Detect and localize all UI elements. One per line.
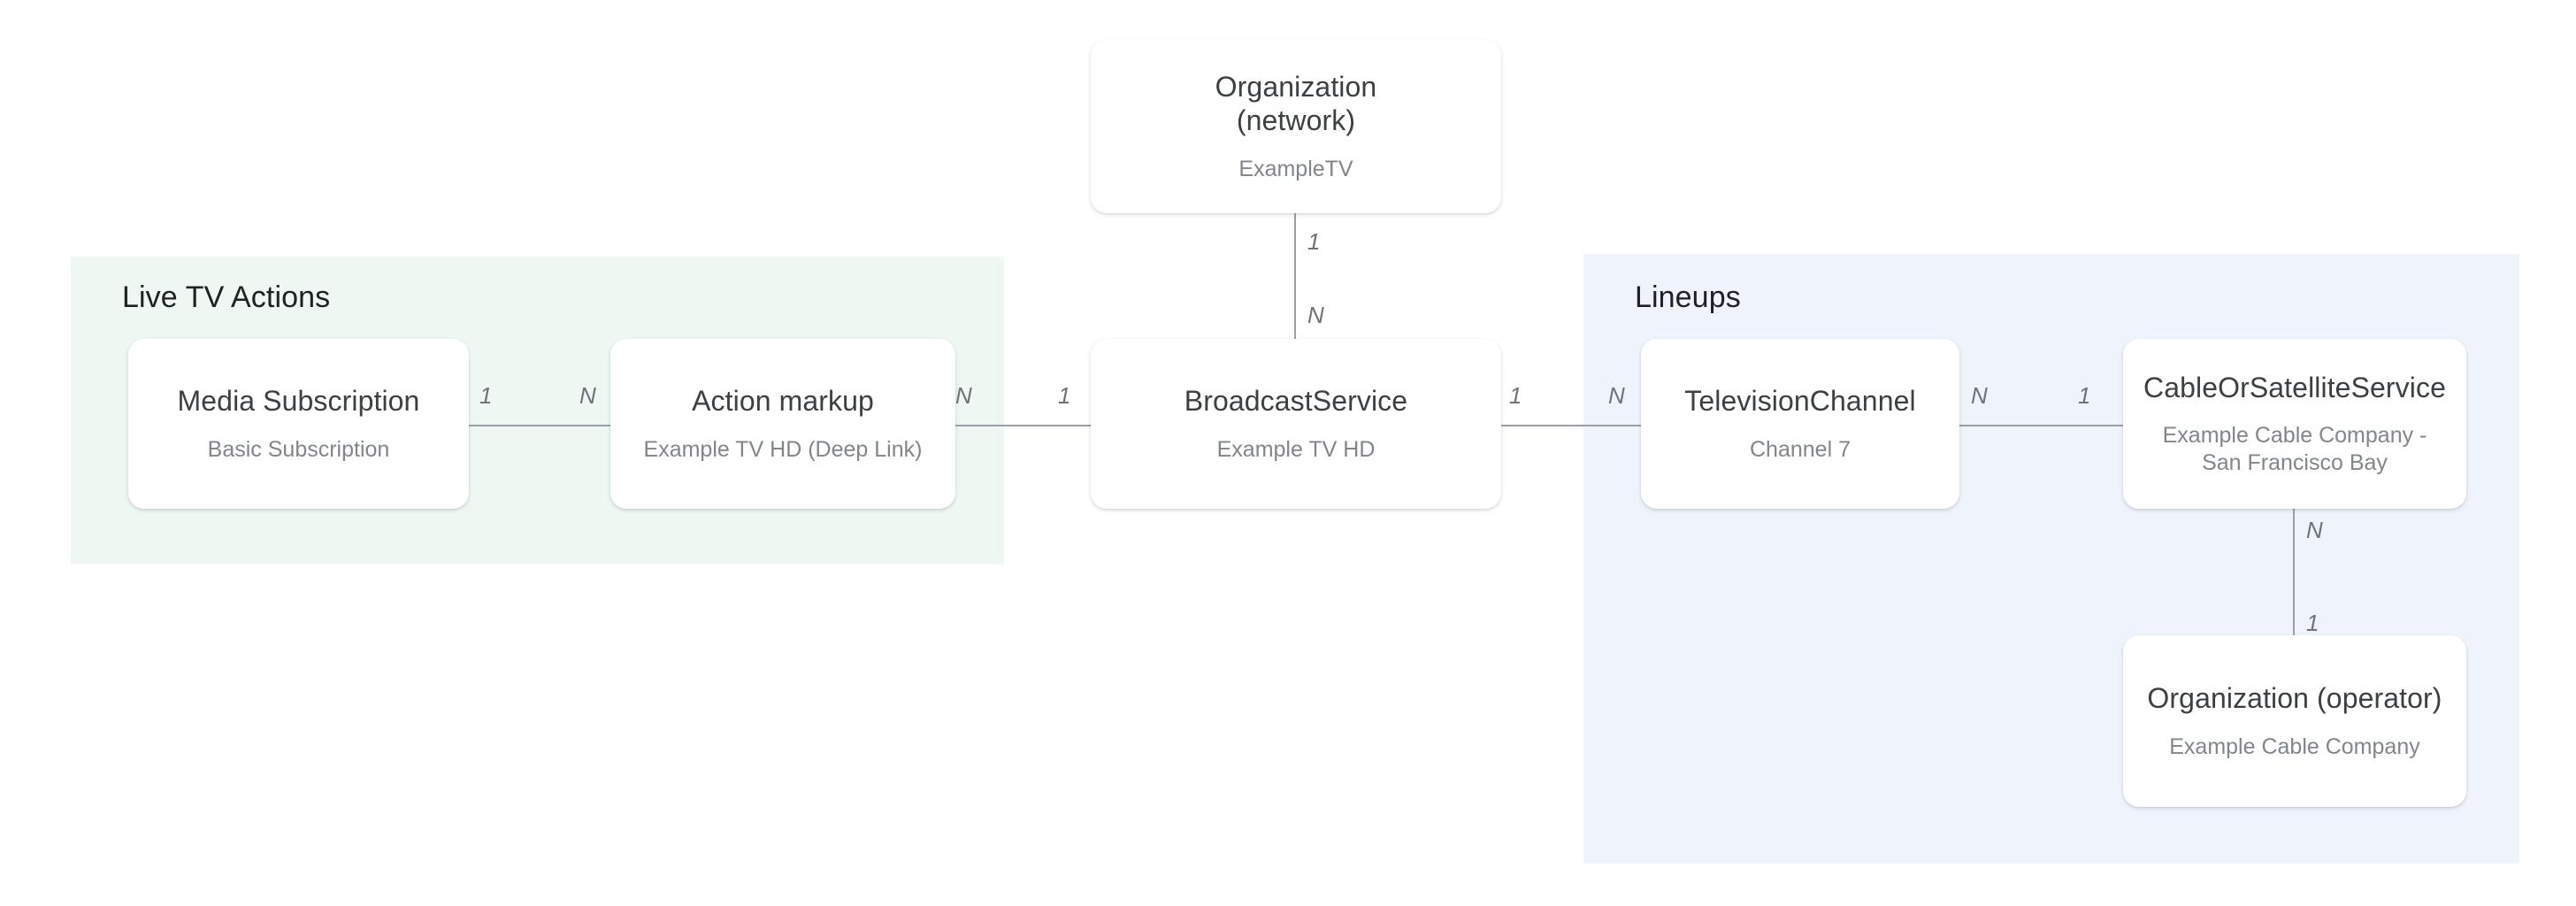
node-title-organization-network: Organization (network) xyxy=(1215,71,1377,138)
edge-label-org-network-to-cardinality: N xyxy=(1307,302,1324,328)
edge-label-msub-to-action-from-cardinality: 1 xyxy=(479,382,493,409)
node-subtitle-organization-operator: Example Cable Company xyxy=(2169,733,2420,759)
node-cable-or-satellite-service[interactable]: CableOrSatelliteService Example Cable Co… xyxy=(2123,339,2466,509)
node-media-subscription[interactable]: Media Subscription Basic Subscription xyxy=(128,339,469,509)
edge-organization-network-to-broadcast-service xyxy=(1294,212,1296,341)
node-title-media-subscription: Media Subscription xyxy=(177,384,420,417)
node-title-cable-or-satellite-service: CableOrSatelliteService xyxy=(2143,371,2446,403)
node-title-broadcast-service: BroadcastService xyxy=(1184,384,1408,417)
edge-action-markup-to-broadcast-service xyxy=(938,425,1101,426)
edge-label-cable-to-operator-to-cardinality: 1 xyxy=(2306,610,2319,636)
node-organization-network[interactable]: Organization (network) ExampleTV xyxy=(1091,40,1501,213)
node-subtitle-broadcast-service: Example TV HD xyxy=(1216,436,1376,462)
group-title-lineups: Lineups xyxy=(1635,280,1741,314)
node-subtitle-action-markup: Example TV HD (Deep Link) xyxy=(643,436,923,462)
node-subtitle-line2: San Francisco Bay xyxy=(2202,449,2388,475)
group-title-live-tv-actions: Live TV Actions xyxy=(122,280,331,314)
edge-label-org-network-from-cardinality: 1 xyxy=(1307,228,1321,255)
node-title-organization-operator: Organization (operator) xyxy=(2147,681,2442,714)
node-subtitle-line1: Example Cable Company - xyxy=(2162,423,2427,449)
node-subtitle-television-channel: Channel 7 xyxy=(1750,436,1851,462)
node-title-line1: Organization xyxy=(1215,71,1377,103)
node-television-channel[interactable]: TelevisionChannel Channel 7 xyxy=(1641,339,1959,509)
node-title-line2: (network) xyxy=(1236,104,1356,136)
edge-broadcast-service-to-television-channel xyxy=(1491,425,1655,426)
edge-television-channel-to-cable-or-satellite xyxy=(1951,425,2123,426)
edge-label-action-to-bcast-from-cardinality: N xyxy=(955,382,972,409)
node-title-television-channel: TelevisionChannel xyxy=(1684,384,1916,417)
edge-label-msub-to-action-to-cardinality: N xyxy=(579,382,596,409)
node-broadcast-service[interactable]: BroadcastService Example TV HD xyxy=(1091,339,1501,509)
edge-label-tvchan-to-cable-to-cardinality: 1 xyxy=(2078,382,2091,409)
node-title-action-markup: Action markup xyxy=(692,384,874,417)
edge-label-bcast-to-tvchan-from-cardinality: 1 xyxy=(1509,382,1522,409)
node-organization-operator[interactable]: Organization (operator) Example Cable Co… xyxy=(2123,635,2466,807)
edge-label-tvchan-to-cable-from-cardinality: N xyxy=(1971,382,1988,409)
edge-label-cable-to-operator-from-cardinality: N xyxy=(2306,517,2323,543)
node-subtitle-media-subscription: Basic Subscription xyxy=(207,436,390,462)
node-subtitle-cable-or-satellite-service: Example Cable Company - San Francisco Ba… xyxy=(2163,422,2427,476)
edge-cable-or-satellite-to-organization-operator xyxy=(2293,506,2295,641)
node-action-markup[interactable]: Action markup Example TV HD (Deep Link) xyxy=(610,339,955,509)
edge-label-bcast-to-tvchan-to-cardinality: N xyxy=(1608,382,1625,409)
edge-media-subscription-to-action-markup xyxy=(460,425,628,426)
edge-label-action-to-bcast-to-cardinality: 1 xyxy=(1058,382,1071,409)
node-subtitle-organization-network: ExampleTV xyxy=(1238,156,1353,181)
